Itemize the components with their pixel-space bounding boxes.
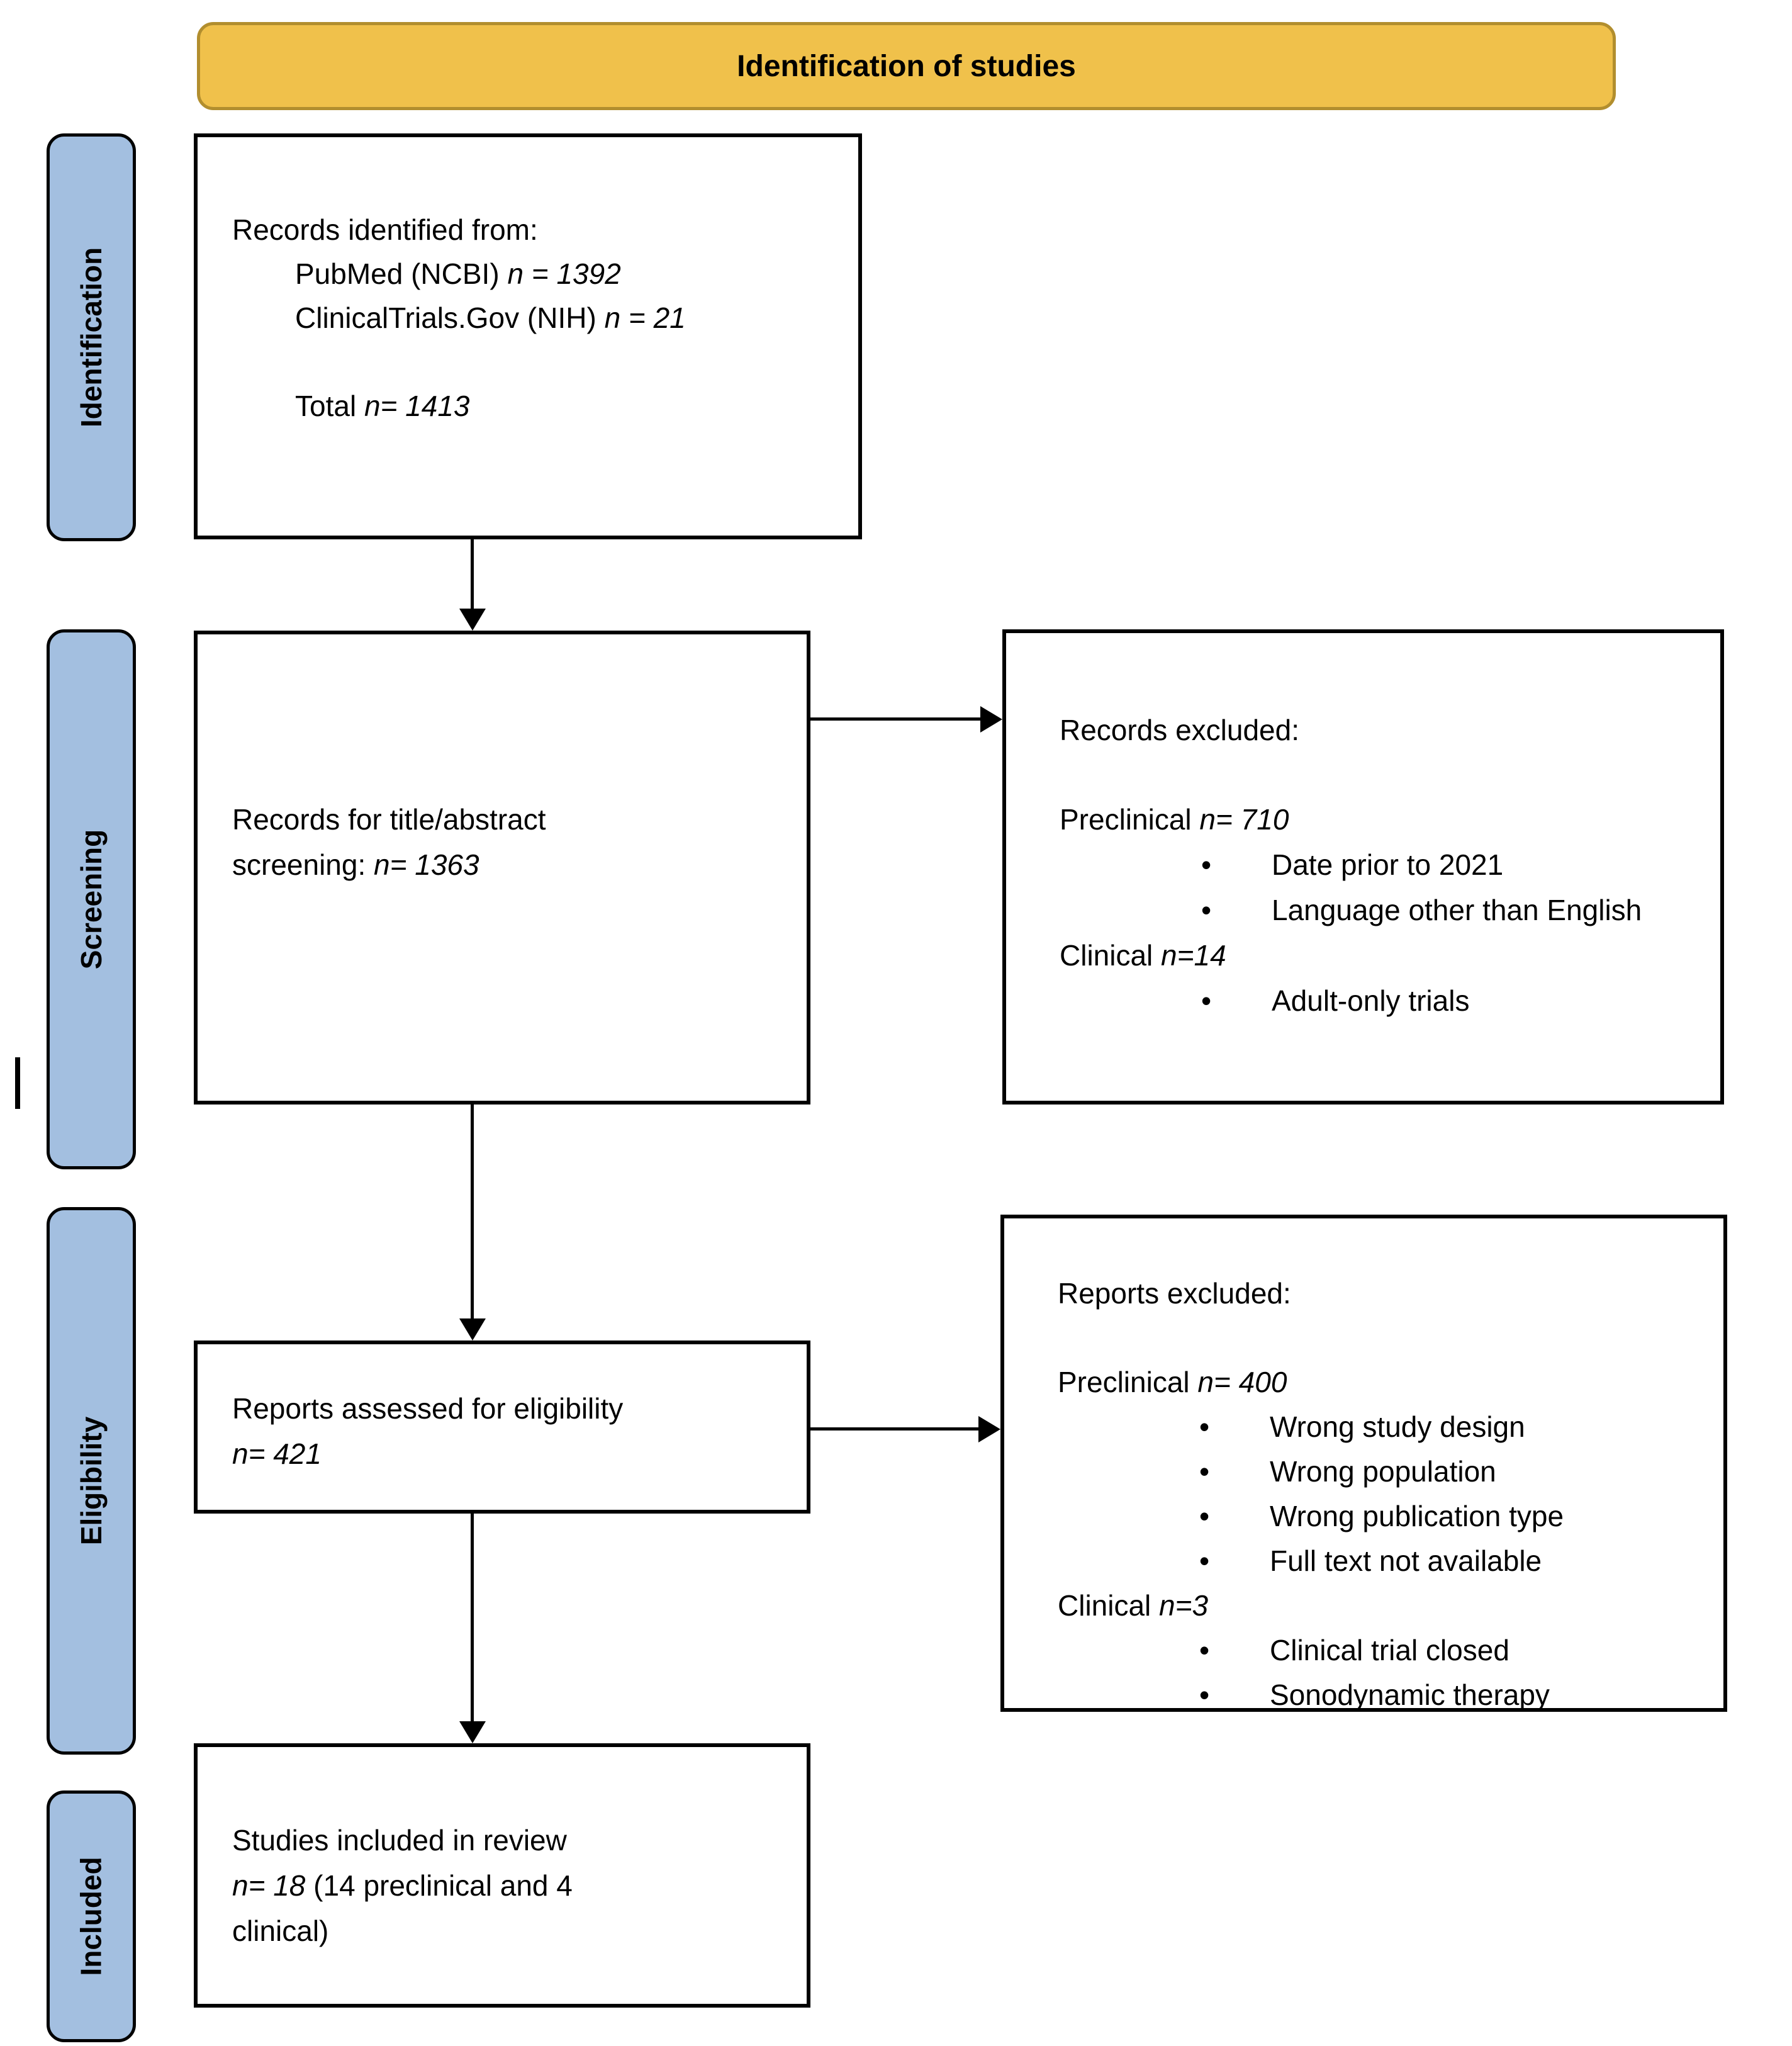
arrow-assessed-to-included-line: [471, 1514, 474, 1723]
bullet-icon: •: [1199, 1500, 1210, 1532]
records-excluded-clinical: Clinical n=14: [1060, 939, 1226, 972]
assessed-n: n= 421: [232, 1437, 322, 1470]
bullet-adult-only: •Adult-only trials: [1060, 978, 1695, 1023]
arrow-identified-to-screening-head-icon: [459, 609, 486, 631]
reports-excluded-title: Reports excluded:: [1058, 1277, 1291, 1310]
screening-n: n= 1363: [374, 848, 479, 881]
bullet-full-text: •Full text not available: [1058, 1539, 1698, 1583]
included-line1: Studies included in review: [232, 1824, 567, 1857]
box-title-abstract-screening-content: Records for title/abstract screening: n=…: [198, 634, 673, 887]
blank-line: [1060, 753, 1695, 797]
bullet-icon: •: [1199, 1634, 1210, 1667]
reports-excluded-clinical: Clinical n=3: [1058, 1589, 1209, 1622]
bullet-sonodynamic: •Sonodynamic therapy: [1058, 1673, 1698, 1717]
bullet-icon: •: [1199, 1455, 1210, 1488]
arrow-screening-to-assessed-line: [471, 1105, 474, 1320]
records-excluded-preclinical: Preclinical n= 710: [1060, 803, 1289, 836]
box-reports-excluded-content: Reports excluded: Preclinical n= 400 •Wr…: [1004, 1218, 1723, 1717]
included-n: n= 18: [232, 1869, 306, 1902]
arrow-assessed-to-reports-excluded-line: [810, 1427, 980, 1431]
arrow-screening-to-assessed-head-icon: [459, 1318, 486, 1341]
source-pubmed-n: n = 1392: [507, 257, 621, 290]
reports-excluded-preclinical: Preclinical n= 400: [1058, 1366, 1287, 1398]
box-studies-included-content: Studies included in review n= 18 (14 pre…: [198, 1747, 807, 1953]
banner-identification-of-studies: Identification of studies: [197, 22, 1616, 110]
records-excluded-title: Records excluded:: [1060, 714, 1299, 746]
bullet-icon: •: [1201, 848, 1212, 881]
stage-eligibility-label: Eligibility: [75, 1416, 108, 1546]
records-identified-title: Records identified from:: [232, 213, 538, 246]
total-records-n: n= 1413: [364, 390, 470, 422]
arrow-screening-to-records-excluded-line: [810, 717, 982, 721]
arrow-assessed-to-included-head-icon: [459, 1721, 486, 1743]
box-records-excluded: Records excluded: Preclinical n= 710 •Da…: [1002, 629, 1724, 1105]
box-records-excluded-content: Records excluded: Preclinical n= 710 •Da…: [1006, 633, 1720, 1023]
assessed-n-line: n= 421: [232, 1431, 781, 1476]
box-reports-assessed: Reports assessed for eligibility n= 421: [194, 1341, 810, 1514]
source-clinicaltrials-n: n = 21: [604, 301, 686, 334]
bullet-wrong-population: •Wrong population: [1058, 1449, 1698, 1494]
records-excluded-preclinical-n: n= 710: [1199, 803, 1289, 836]
arrow-assessed-to-reports-excluded-head-icon: [978, 1416, 1000, 1442]
bullet-icon: •: [1201, 984, 1212, 1017]
bullet-wrong-study-design: •Wrong study design: [1058, 1405, 1698, 1449]
stage-identification-label: Identification: [75, 247, 108, 428]
reports-excluded-preclinical-n: n= 400: [1197, 1366, 1287, 1398]
box-reports-assessed-content: Reports assessed for eligibility n= 421: [198, 1344, 807, 1476]
bullet-date-prior: •Date prior to 2021: [1060, 842, 1695, 887]
blank-line: [232, 340, 833, 384]
blank-line: [1058, 1316, 1698, 1360]
assessed-title: Reports assessed for eligibility: [232, 1392, 624, 1425]
reports-excluded-clinical-n: n=3: [1159, 1589, 1209, 1622]
box-reports-excluded: Reports excluded: Preclinical n= 400 •Wr…: [1000, 1215, 1727, 1712]
box-title-abstract-screening: Records for title/abstract screening: n=…: [194, 631, 810, 1105]
total-records: Total n= 1413: [295, 390, 470, 422]
bullet-icon: •: [1199, 1544, 1210, 1577]
stage-identification: Identification: [47, 133, 136, 541]
arrow-identified-to-screening-line: [471, 539, 474, 610]
screening-text: Records for title/abstract screening:: [232, 803, 546, 881]
banner-label: Identification of studies: [737, 49, 1076, 83]
included-line3: clinical): [232, 1914, 329, 1947]
bullet-trial-closed: •Clinical trial closed: [1058, 1628, 1698, 1673]
arrow-screening-to-records-excluded-head-icon: [980, 706, 1002, 733]
stage-screening-label: Screening: [75, 829, 108, 970]
stage-eligibility: Eligibility: [47, 1207, 136, 1755]
box-records-identified-content: Records identified from: PubMed (NCBI) n…: [198, 137, 858, 428]
stage-included-label: Included: [75, 1857, 108, 1976]
stray-tick-mark: [15, 1057, 20, 1109]
bullet-icon: •: [1199, 1678, 1210, 1711]
box-records-identified: Records identified from: PubMed (NCBI) n…: [194, 133, 862, 539]
stage-screening: Screening: [47, 629, 136, 1169]
stage-included: Included: [47, 1790, 136, 2042]
included-line2: n= 18 (14 preclinical and 4: [232, 1869, 573, 1902]
records-excluded-clinical-n: n=14: [1161, 939, 1226, 972]
bullet-icon: •: [1199, 1410, 1210, 1443]
source-pubmed: PubMed (NCBI) n = 1392: [295, 257, 621, 290]
bullet-language: •Language other than English: [1060, 887, 1695, 933]
bullet-icon: •: [1201, 894, 1212, 926]
bullet-wrong-publication-type: •Wrong publication type: [1058, 1494, 1698, 1539]
source-clinicaltrials: ClinicalTrials.Gov (NIH) n = 21: [295, 301, 686, 334]
box-studies-included: Studies included in review n= 18 (14 pre…: [194, 1743, 810, 2008]
